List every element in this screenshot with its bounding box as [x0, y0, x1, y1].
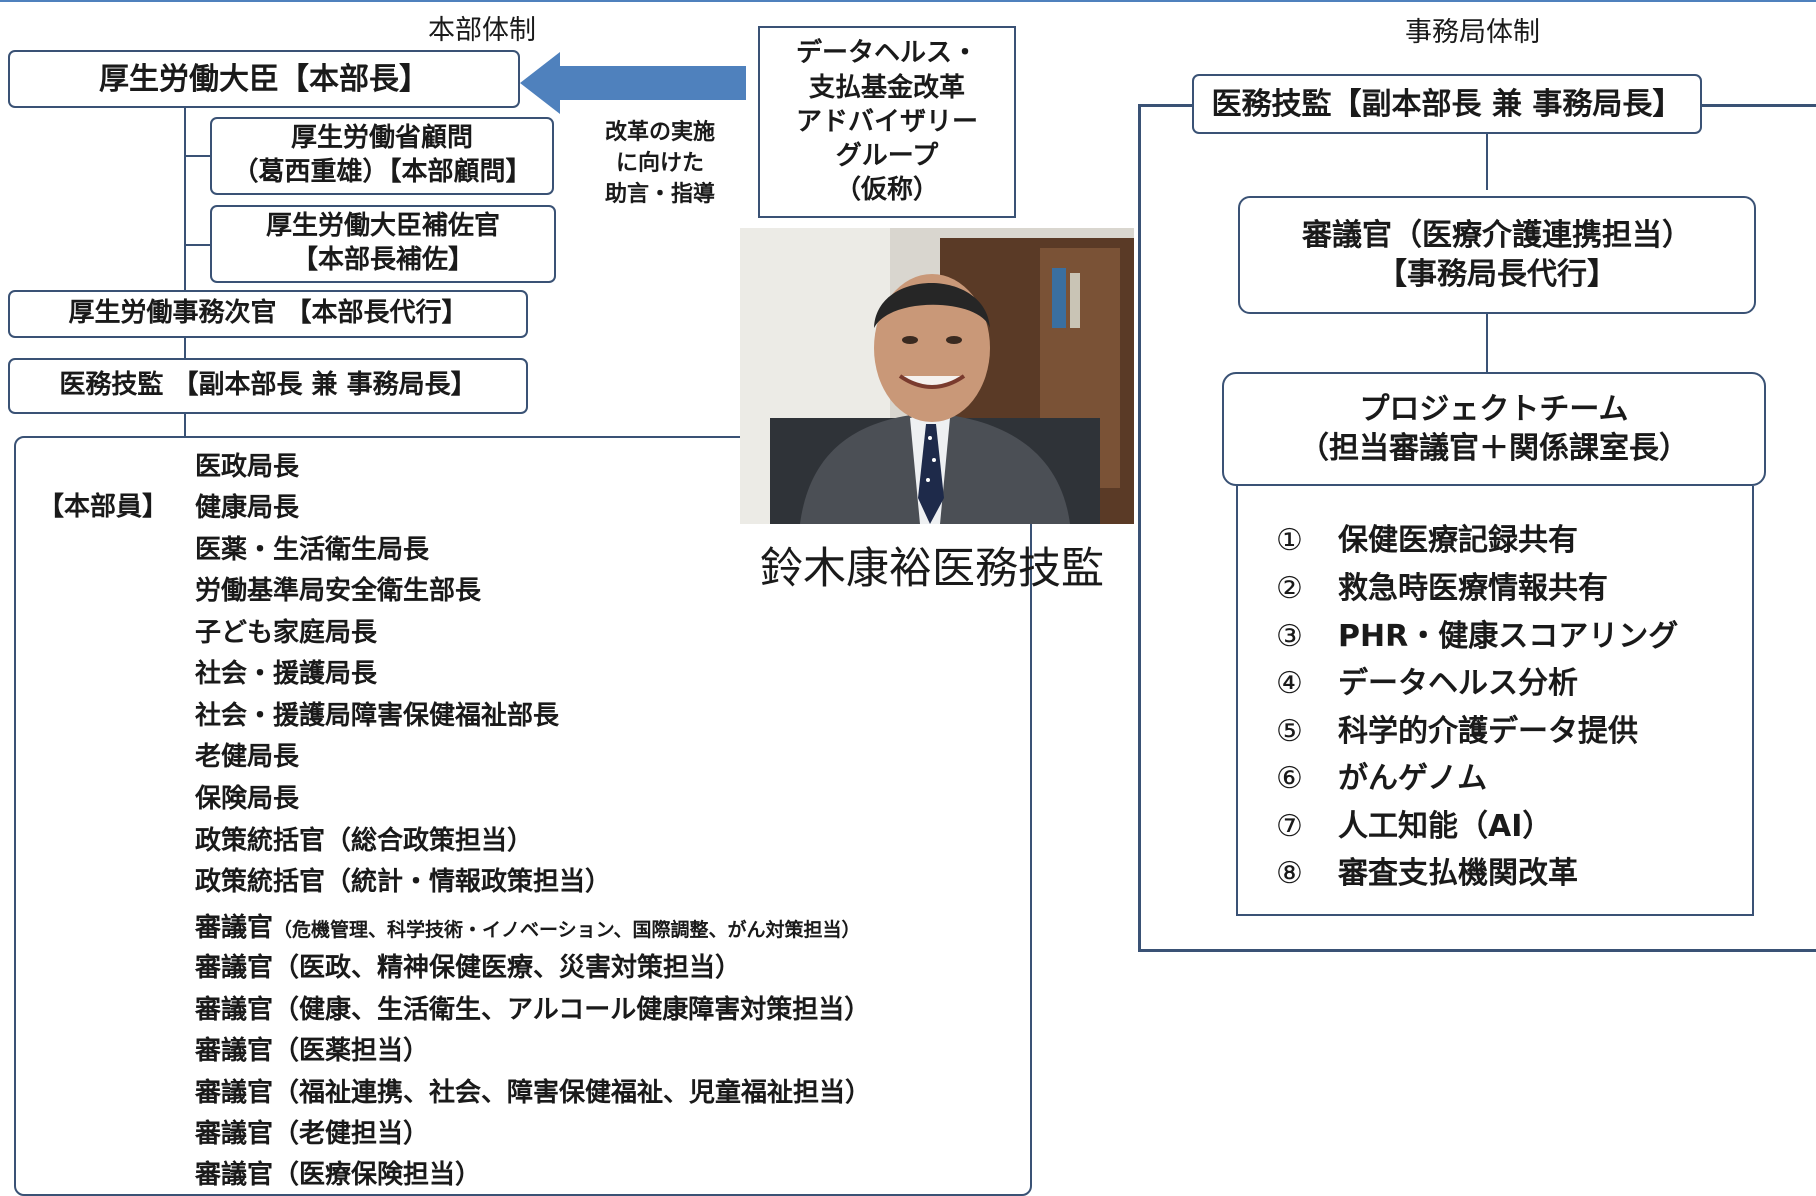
secretariat-connector-1 [1486, 134, 1488, 190]
arrow-label-line2: に向けた [615, 150, 704, 176]
advisory-line5: （仮称） [834, 175, 939, 206]
member-item: 審議官（福祉連携、社会、障害保健福祉、児童福祉担当） [195, 1078, 872, 1108]
vice-minister-box: 厚生労働事務次官 【本部長代行】 [8, 290, 528, 338]
member-item: 健康局長 [195, 493, 300, 523]
assistant-box: 厚生労働大臣補佐官 【本部長補佐】 [210, 205, 556, 283]
arrow-label: 改革の実施 に向けた 助言・指導 [590, 118, 730, 210]
portrait-photo [740, 228, 1134, 524]
chief-box: 医務技監 【副本部長 兼 事務局長】 [8, 358, 528, 414]
project-team-line2: （担当審議官＋関係課室長） [1299, 431, 1689, 466]
project-team-line1: プロジェクトチーム [1359, 392, 1629, 427]
advisory-group-box: データヘルス・ 支払基金改革 アドバイザリー グループ （仮称） [758, 26, 1016, 218]
member-item: 保険局長 [195, 784, 300, 814]
headquarters-title: 本部体制 [428, 15, 536, 46]
project-list-box [1236, 486, 1754, 916]
advisor-connector [184, 155, 210, 157]
deputy-line2: 【事務局長代行】 [1377, 257, 1617, 292]
assistant-connector [184, 244, 210, 246]
member-item: 政策統括官（統計・情報政策担当） [195, 867, 612, 897]
advisory-line3: アドバイザリー [795, 106, 978, 137]
member-item: 審議官（医療保険担当） [195, 1160, 482, 1190]
member-item: 子ども家庭局長 [195, 618, 378, 648]
top-rule [0, 0, 1816, 2]
members-box [14, 436, 1032, 1196]
secretariat-connector-2 [1486, 314, 1488, 372]
advice-arrow [520, 52, 746, 114]
member-item: 審議官（医政、精神保健医療、災害対策担当） [195, 953, 742, 983]
head-box-label: 厚生労働大臣【本部長】 [99, 61, 429, 97]
arrow-label-line3: 助言・指導 [604, 181, 715, 207]
vice-minister-label: 厚生労働事務次官 【本部長代行】 [68, 298, 468, 329]
photo-caption: 鈴木康裕医務技監 [760, 544, 1104, 594]
member-item: 審議官（健康、生活衛生、アルコール健康障害対策担当） [195, 995, 871, 1025]
deputy-line1: 審議官（医療介護連携担当） [1302, 218, 1692, 253]
arrow-label-line1: 改革の実施 [604, 120, 715, 145]
member-item: 労働基準局安全衛生部長 [195, 576, 482, 606]
member-item: 医政局長 [195, 452, 300, 482]
member-item: 審議官（医薬担当） [195, 1036, 430, 1066]
project-team-box: プロジェクトチーム （担当審議官＋関係課室長） [1222, 372, 1766, 486]
advisor-box: 厚生労働省顧問 （葛西重雄）【本部顧問】 [210, 117, 554, 195]
secretariat-head-label: 医務技監【副本部長 兼 事務局長】 [1211, 86, 1683, 122]
member-item: 老健局長 [195, 742, 300, 772]
advisor-box-line1: 厚生労働省顧問 [290, 123, 473, 154]
deputy-box: 審議官（医療介護連携担当） 【事務局長代行】 [1238, 196, 1756, 314]
secretariat-title: 事務局体制 [1405, 17, 1540, 48]
member-item: 政策統括官（総合政策担当） [195, 826, 534, 856]
advisor-box-line2: （葛西重雄）【本部顧問】 [232, 157, 532, 187]
member-item: 審議官（老健担当） [195, 1119, 430, 1149]
member-item: 審議官（危機管理、科学技術・イノベーション、国際調整、がん対策担当） [195, 913, 861, 943]
assistant-box-line1: 厚生労働大臣補佐官 [265, 211, 500, 242]
chief-box-label: 医務技監 【副本部長 兼 事務局長】 [59, 370, 477, 401]
advisory-line4: グループ [835, 141, 939, 172]
member-item: 社会・援護局障害保健福祉部長 [195, 701, 560, 731]
advisory-line1: データヘルス・ [795, 38, 978, 69]
member-item: 医薬・生活衛生局長 [195, 535, 430, 565]
member-item: 社会・援護局長 [195, 659, 378, 689]
members-label: 【本部員】 [38, 492, 169, 522]
head-box: 厚生労働大臣【本部長】 [8, 50, 520, 108]
hq-trunk-line [184, 108, 186, 436]
advisory-line2: 支払基金改革 [808, 72, 965, 103]
secretariat-head-box: 医務技監【副本部長 兼 事務局長】 [1192, 74, 1702, 134]
assistant-box-line2: 【本部長補佐】 [291, 245, 474, 275]
